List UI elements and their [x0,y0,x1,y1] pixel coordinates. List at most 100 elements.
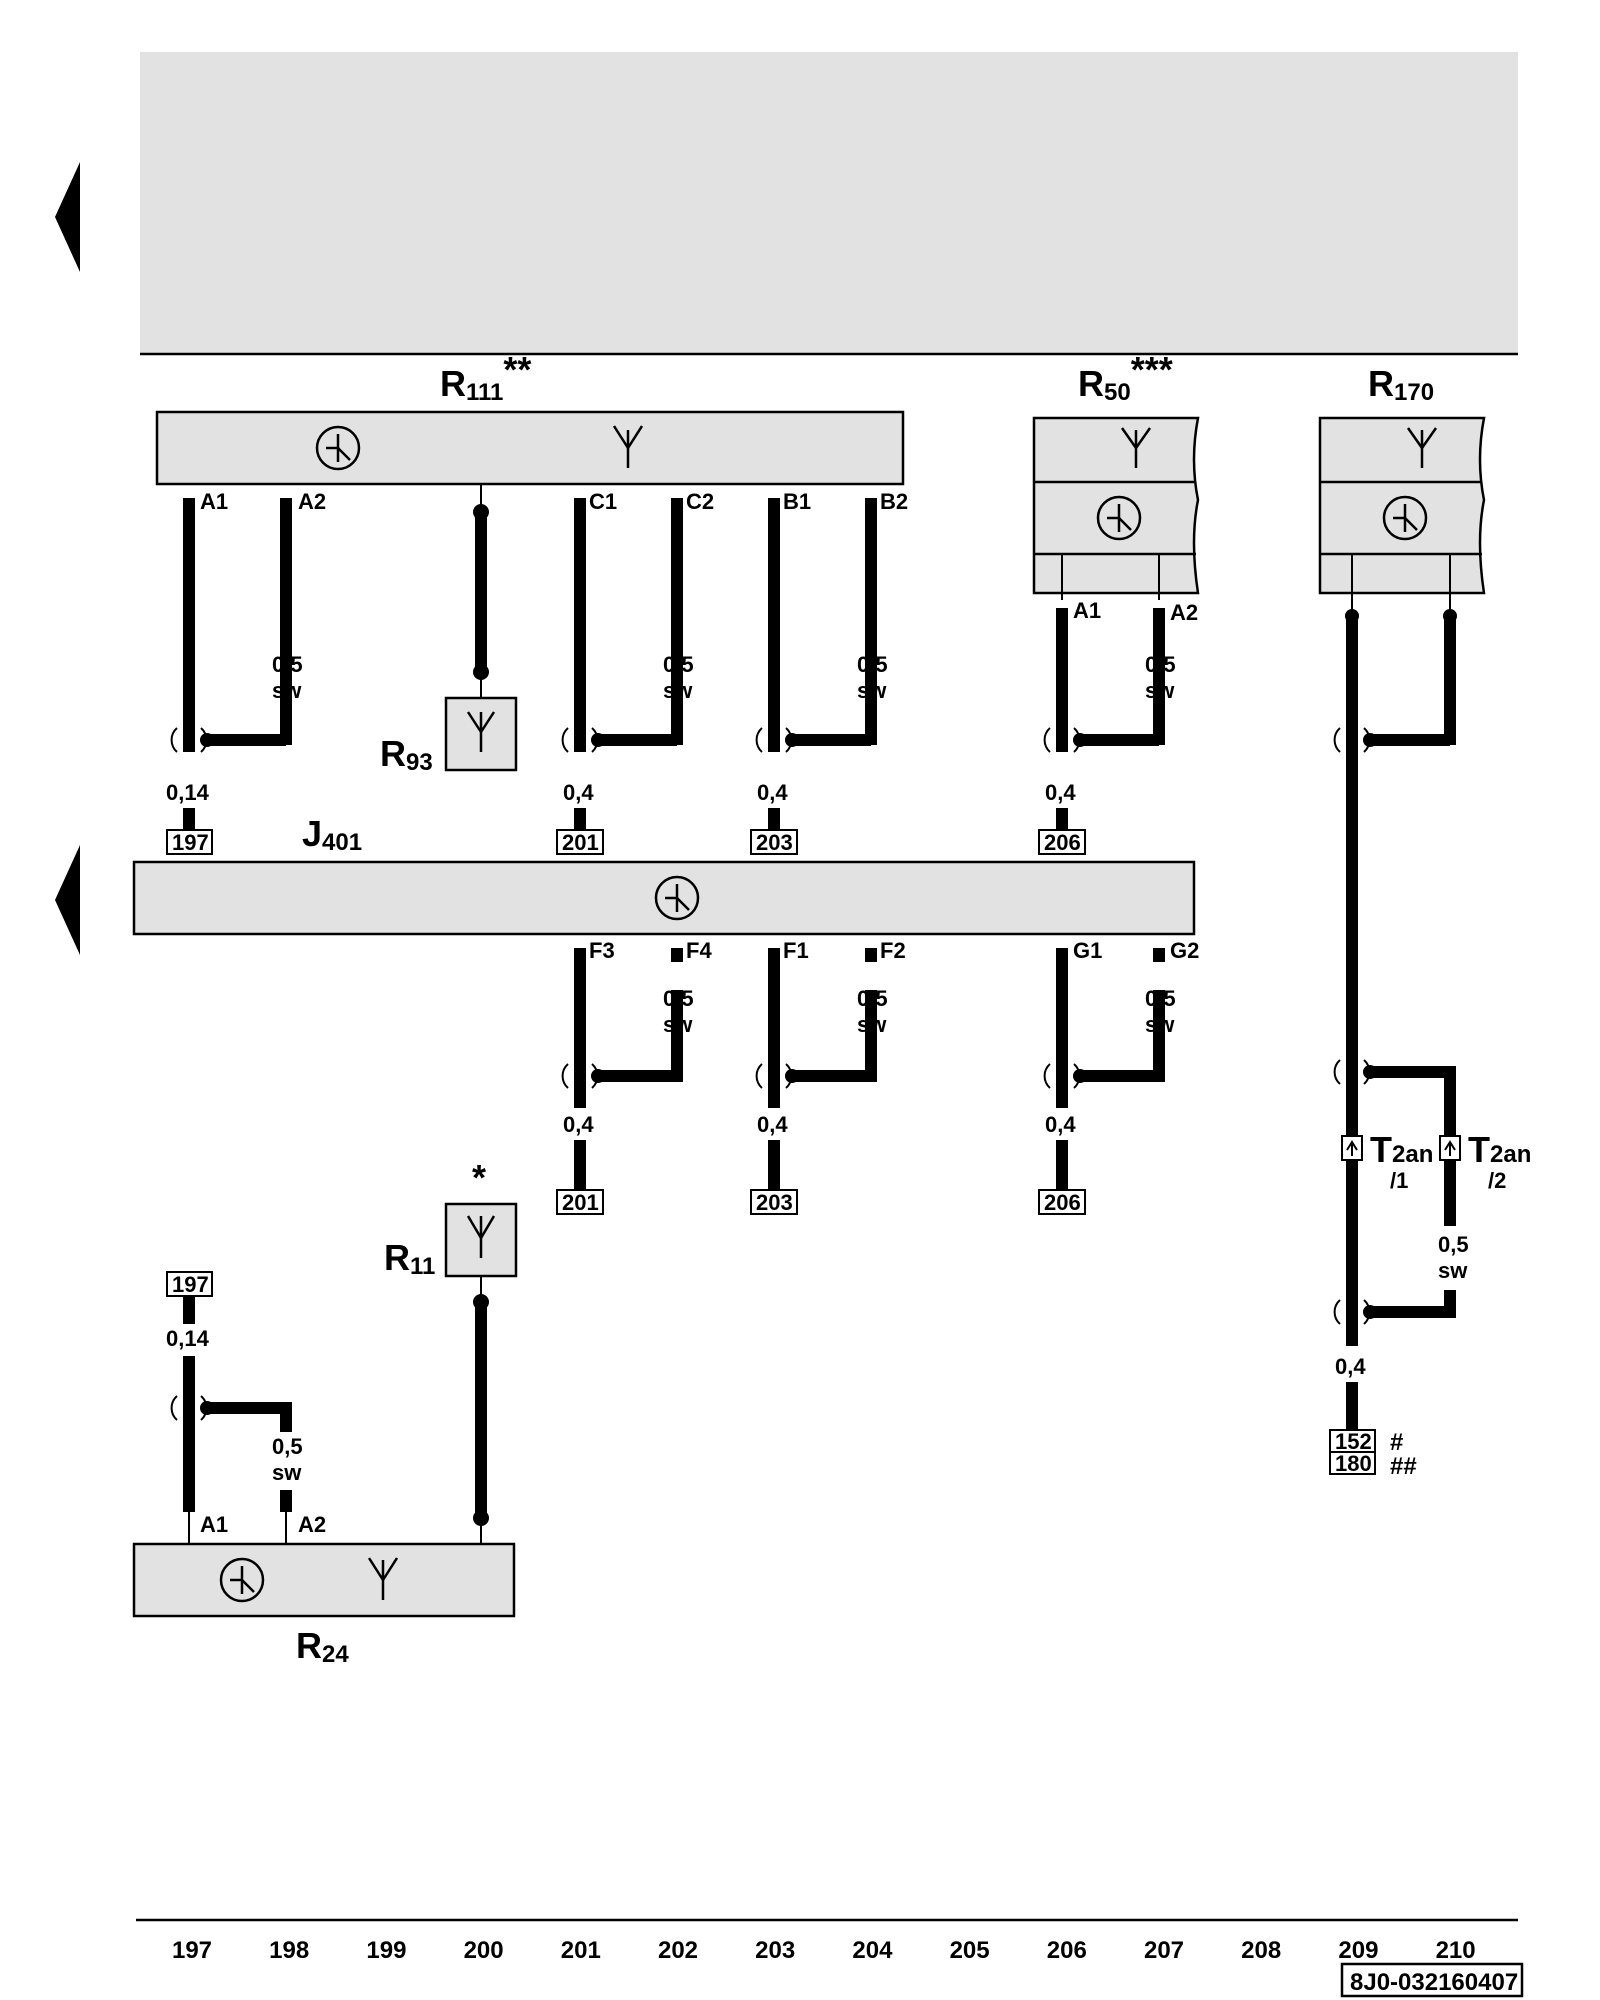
receiver-icon [654,875,700,921]
column-number: 210 [1436,1937,1476,1964]
ref-201: 201 [562,830,599,855]
pin-label: A2 [298,1512,326,1537]
column-number: 200 [464,1937,504,1964]
antenna-icon [612,425,644,468]
column-number: 197 [172,1937,212,1964]
wire-gauge: 0,4 [1335,1354,1366,1379]
wire-color: sw [272,1460,302,1485]
pin-label: F3 [589,938,615,963]
wire-color: sw [1145,678,1175,703]
pin-label: A2 [1170,600,1198,625]
pin-label: G2 [1170,938,1199,963]
ref-197: 197 [172,1272,209,1297]
receiver-icon [1096,495,1142,541]
header-area [140,52,1518,354]
wire-color: sw [857,1012,887,1037]
pin-label: G1 [1073,938,1102,963]
column-number: 204 [852,1937,893,1964]
r111-label: R111** [440,349,531,406]
ref-203: 203 [756,830,793,855]
r50-box [1032,416,1200,595]
ref-197: 197 [172,830,209,855]
column-number: 198 [269,1937,309,1964]
pin-label: B2 [880,489,908,514]
r111-box [155,410,905,486]
wire-color: sw [663,678,693,703]
wire-color: sw [857,678,887,703]
r50-label: R50*** [1078,349,1173,406]
ref-203: 203 [756,1190,793,1215]
antenna-icon [466,711,496,752]
column-number: 199 [366,1937,406,1964]
wire-gauge: 0,5 [272,652,303,677]
wire-gauge: 0,4 [757,780,788,805]
column-number: 209 [1338,1937,1378,1964]
wire-gauge: 0,4 [1045,1112,1076,1137]
pin-label: F2 [880,938,906,963]
wire-gauge: 0,4 [1045,780,1076,805]
r11-label: R11 [384,1237,435,1280]
wire-gauge: 0,5 [1438,1232,1469,1257]
t2an-1-label: T2an [1370,1129,1433,1170]
receiver-icon [1382,495,1428,541]
r11-star: * [472,1157,486,1198]
wire-gauge: 0,14 [166,780,210,805]
t2an-1-pin: /1 [1390,1168,1408,1193]
r24-label: R24 [296,1625,349,1668]
ref-152: 152 [1335,1429,1372,1454]
ref-180: 180 [1335,1451,1372,1476]
column-number: 207 [1144,1937,1184,1964]
pin-label: A2 [298,489,326,514]
wire-color: sw [1145,1012,1175,1037]
wire-gauge: 0,5 [857,652,888,677]
column-number: 205 [950,1937,990,1964]
prev-page-arrow-upper[interactable] [55,162,80,272]
pin-label: A1 [200,489,228,514]
wire-gauge: 0,5 [663,652,694,677]
column-number: 206 [1047,1937,1087,1964]
receiver-icon [315,425,361,471]
j401-label: J401 [302,813,362,856]
column-number: 202 [658,1937,698,1964]
receiver-icon [219,1557,265,1603]
j401-box [132,860,1196,936]
pin-label: A1 [200,1512,228,1537]
pin-label: C1 [589,489,617,514]
antenna-icon [1120,427,1152,468]
doc-code-box [1340,1962,1524,1998]
antenna-icon [1406,427,1438,468]
ref-206: 206 [1044,830,1081,855]
r93-label: R93 [380,733,433,776]
antenna-icon [466,1215,496,1258]
r170-box [1318,416,1486,595]
pin-label: F4 [686,938,712,963]
wire-gauge: 0,5 [857,986,888,1011]
pin-label: F1 [783,938,809,963]
ref-201: 201 [562,1190,599,1215]
column-number: 203 [755,1937,795,1964]
wire-gauge: 0,5 [272,1434,303,1459]
t2an-2-pin: /2 [1488,1168,1506,1193]
note-hash: # [1390,1429,1403,1456]
note-double-hash: ## [1390,1453,1417,1480]
wire-color: sw [272,678,302,703]
ref-206: 206 [1044,1190,1081,1215]
wire-gauge: 0,5 [663,986,694,1011]
antenna-icon [367,1557,399,1600]
r24-box [132,1542,516,1618]
pin-label: C2 [686,489,714,514]
wire-gauge: 0,4 [563,1112,594,1137]
wire-gauge: 0,14 [166,1326,210,1351]
prev-page-arrow-lower[interactable] [55,845,80,955]
t2an-2-label: T2an [1468,1129,1531,1170]
wire-color: sw [1438,1258,1468,1283]
wire-color: sw [663,1012,693,1037]
pin-label: A1 [1073,598,1101,623]
doc-code: 8J0-032160407 [1350,1969,1518,1996]
pin-label: B1 [783,489,811,514]
column-number: 201 [561,1937,601,1964]
wire-gauge: 0,5 [1145,652,1176,677]
wire-gauge: 0,4 [563,780,594,805]
r170-label: R170 [1368,363,1434,406]
